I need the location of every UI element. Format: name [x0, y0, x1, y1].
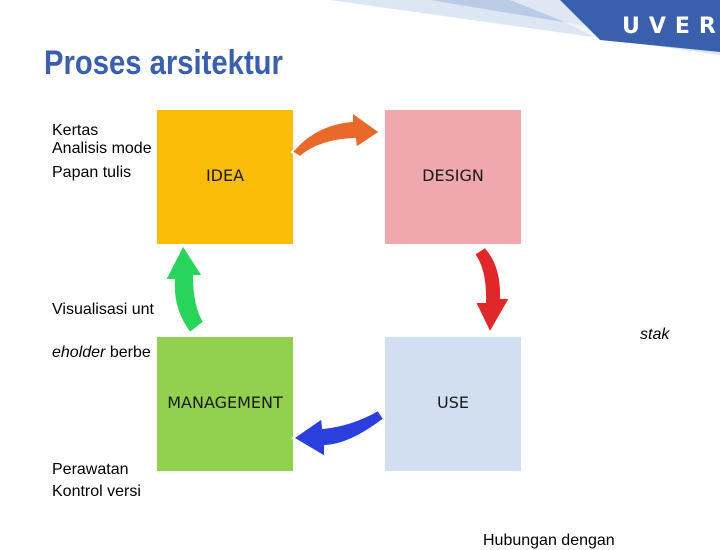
arrow-use-to-management: [291, 408, 386, 459]
text-stakeholder-italic: eholder: [52, 344, 106, 361]
slide-title: Proses arsitektur: [44, 44, 283, 82]
text-visualisasi: Visualisasi unt: [52, 301, 154, 318]
arrow-management-to-idea: [163, 243, 206, 335]
text-analisis-model: Analisis mode: [52, 140, 152, 157]
use-box: USE: [385, 337, 521, 471]
text-stakeholder-rest: berbe: [105, 344, 151, 361]
arrow-idea-to-design: [290, 110, 382, 159]
text-stakeholder-right: stak: [640, 326, 670, 343]
design-label: DESIGN: [422, 166, 484, 185]
idea-box: IDEA: [157, 110, 293, 244]
uvers-logo: UVERS: [622, 14, 720, 39]
text-kontrol-versi: Kontrol versi: [52, 483, 141, 500]
header-banner: [330, 0, 720, 55]
management-box: MANAGEMENT: [157, 337, 293, 471]
banner-white-streak: [510, 0, 600, 40]
text-papan-tulis: Papan tulis: [52, 164, 132, 181]
idea-label: IDEA: [205, 166, 245, 185]
text-kertas: Kertas: [52, 122, 99, 139]
use-label: USE: [437, 393, 469, 412]
arrow-design-to-use: [472, 245, 512, 336]
text-stakeholder-left: eholder berbe: [52, 344, 151, 362]
banner-dark-shape: [560, 0, 720, 52]
design-box: DESIGN: [385, 110, 521, 244]
text-perawatan: Perawatan: [52, 461, 129, 478]
management-label: MANAGEMENT: [167, 393, 283, 412]
